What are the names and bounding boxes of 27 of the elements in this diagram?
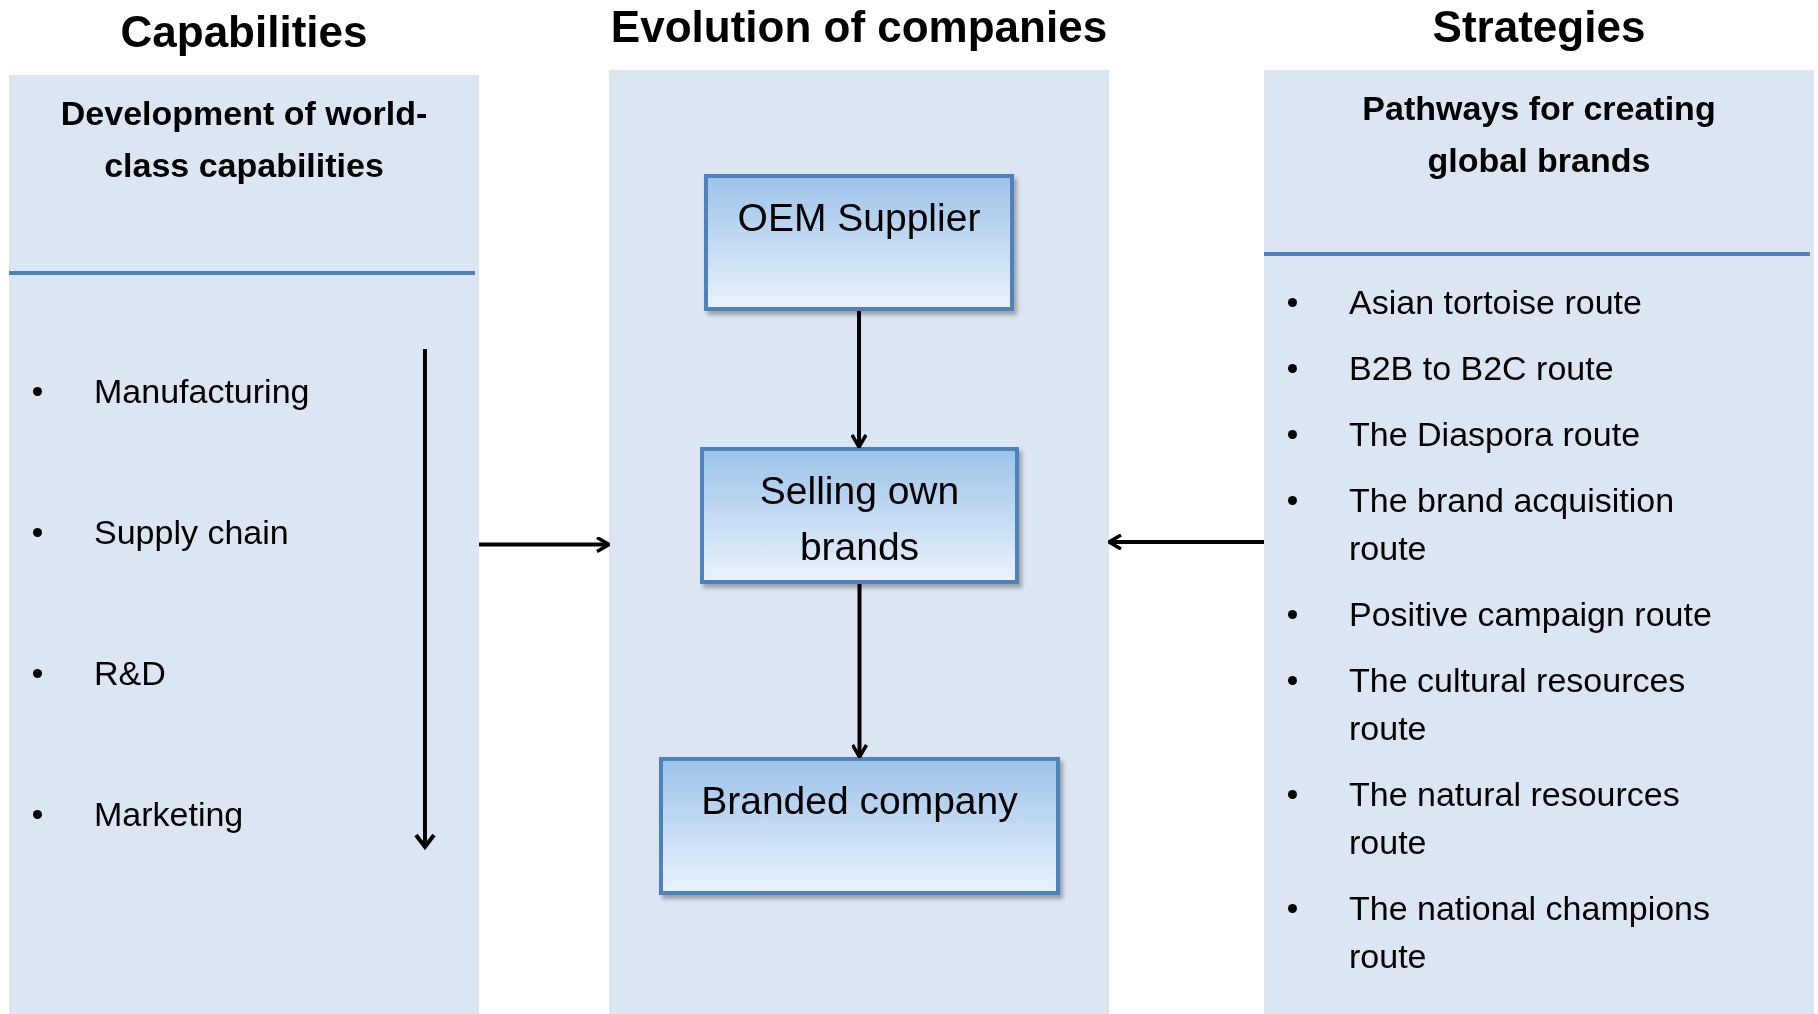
list-item: Marketing [94,794,245,835]
panel-heading: Pathways for creating global brands [1361,88,1717,181]
list-item: B2B to B2C route [1349,348,1615,389]
column-title: Strategies [1431,2,1647,52]
list-item: Asian tortoise route [1349,282,1643,323]
column-title: Capabilities [119,7,369,57]
list-item: Positive campaign route [1349,594,1713,635]
list-item: The brand acquisition route [1349,480,1676,569]
list-item: The cultural resources route [1349,660,1687,749]
list-item: The natural resources route [1349,774,1681,863]
panel-heading: Development of world-class capabilities [59,93,429,186]
arrow [850,311,868,449]
list-item: The Diaspora route [1349,414,1642,455]
arrow [1107,533,1264,551]
arrow [479,535,611,554]
process-box [704,174,1014,311]
process-box [700,447,1019,584]
column-title: Evolution of companies [609,2,1109,52]
box-label: Branded company [700,778,1019,824]
list-item: R&D [94,653,167,694]
process-box [659,757,1060,895]
box-label: Selling own brands [758,468,961,570]
arrow [850,584,869,759]
list-item: The national champions route [1349,888,1711,977]
list-item: Supply chain [94,512,290,553]
list-item: Manufacturing [94,371,311,412]
box-label: OEM Supplier [736,195,982,241]
